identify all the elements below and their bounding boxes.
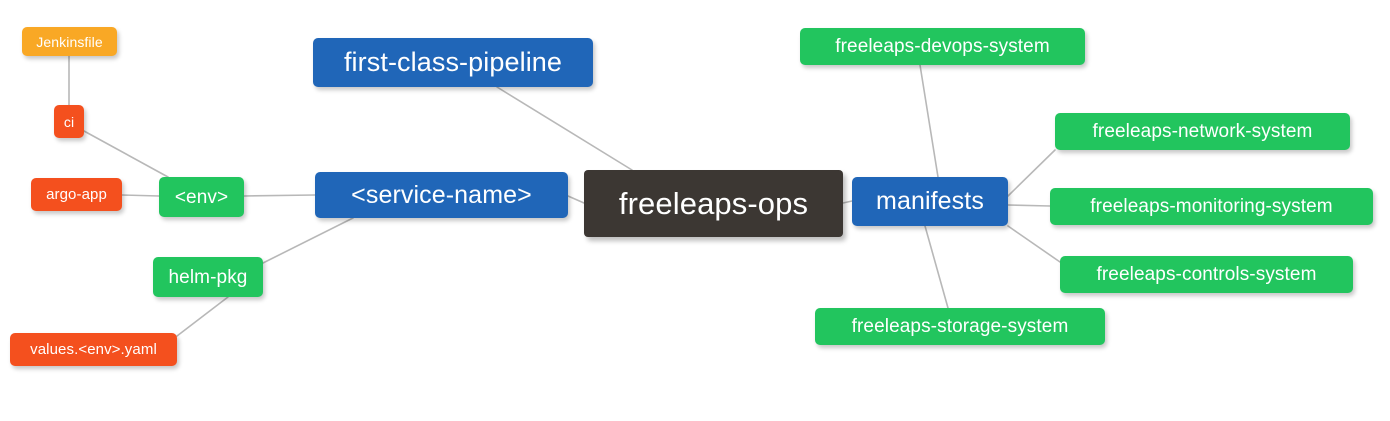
mindmap-edge-freeleaps-storage-system-to-manifests — [924, 225, 949, 309]
mindmap-node-jenkinsfile[interactable]: Jenkinsfile — [22, 27, 117, 56]
mindmap-node-first-class-pipeline[interactable]: first-class-pipeline — [313, 38, 593, 87]
mindmap-node-label: manifests — [876, 187, 984, 215]
mindmap-node-ci[interactable]: ci — [54, 105, 84, 138]
mindmap-edge-ci-to-env — [83, 130, 169, 178]
mindmap-edge-first-class-pipeline-to-freeleaps-ops — [496, 86, 633, 171]
mindmap-edge-helm-pkg-to-service-name — [262, 217, 354, 264]
mindmap-node-label: argo-app — [46, 186, 107, 203]
mindmap-node-label: ci — [63, 113, 75, 130]
mindmap-node-label: freeleaps-controls-system — [1096, 264, 1317, 285]
mindmap-node-freeleaps-devops-system[interactable]: freeleaps-devops-system — [800, 28, 1085, 65]
mindmap-node-label: freeleaps-storage-system — [851, 316, 1069, 337]
mindmap-edge-env-to-service-name — [243, 194, 316, 197]
mindmap-node-argo-app[interactable]: argo-app — [31, 178, 122, 211]
mindmap-edge-argo-app-to-env — [121, 194, 160, 197]
mindmap-node-label: freeleaps-ops — [618, 186, 809, 221]
mindmap-node-label: <env> — [174, 186, 229, 208]
mindmap-node-label: freeleaps-devops-system — [835, 36, 1050, 57]
mindmap-edge-freeleaps-devops-system-to-manifests — [919, 64, 939, 178]
mindmap-edge-freeleaps-ops-to-manifests — [842, 200, 853, 204]
mindmap-node-service-name[interactable]: <service-name> — [315, 172, 568, 218]
mindmap-edge-values-env-yaml-to-helm-pkg — [176, 296, 229, 337]
mindmap-node-env[interactable]: <env> — [159, 177, 244, 217]
mindmap-node-freeleaps-ops[interactable]: freeleaps-ops — [584, 170, 843, 237]
mindmap-node-freeleaps-storage-system[interactable]: freeleaps-storage-system — [815, 308, 1105, 345]
mindmap-edge-freeleaps-network-system-to-manifests — [1007, 149, 1056, 197]
mindmap-node-label: values.<env>.yaml — [30, 341, 157, 358]
mindmap-node-freeleaps-monitoring-system[interactable]: freeleaps-monitoring-system — [1050, 188, 1373, 225]
mindmap-node-label: first-class-pipeline — [343, 47, 563, 77]
mindmap-node-values-env-yaml[interactable]: values.<env>.yaml — [10, 333, 177, 366]
mindmap-node-freeleaps-network-system[interactable]: freeleaps-network-system — [1055, 113, 1350, 150]
mindmap-edge-service-name-to-freeleaps-ops — [567, 195, 585, 204]
mindmap-node-helm-pkg[interactable]: helm-pkg — [153, 257, 263, 297]
mindmap-edge-freeleaps-monitoring-system-to-manifests — [1007, 204, 1051, 207]
mindmap-node-manifests[interactable]: manifests — [852, 177, 1008, 226]
mindmap-node-label: Jenkinsfile — [36, 33, 103, 50]
mindmap-node-label: freeleaps-monitoring-system — [1090, 196, 1333, 217]
mindmap-node-freeleaps-controls-system[interactable]: freeleaps-controls-system — [1060, 256, 1353, 293]
mindmap-edge-freeleaps-controls-system-to-manifests — [1007, 225, 1061, 263]
mindmap-node-label: helm-pkg — [168, 266, 248, 288]
mindmap-node-label: freeleaps-network-system — [1092, 121, 1313, 142]
mindmap-node-label: <service-name> — [351, 180, 532, 209]
